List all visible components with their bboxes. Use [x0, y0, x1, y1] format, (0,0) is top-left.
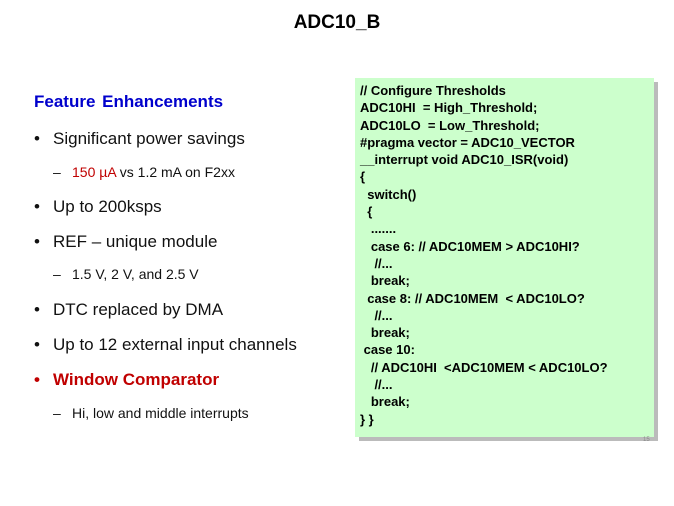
bullet: •Up to 200ksps: [34, 197, 162, 216]
page-number: 15: [643, 437, 650, 443]
bullet-text: Significant power savings: [53, 129, 245, 148]
section-heading: Feature Enhancements: [34, 92, 224, 111]
code-snippet: // Configure Thresholds ADC10HI = High_T…: [360, 83, 608, 427]
bullet: •Up to 12 external input channels: [34, 335, 297, 354]
sub-bullet-text: Hi, low and middle interrupts: [72, 405, 249, 421]
sub-bullet: –1.5 V, 2 V, and 2.5 V: [53, 266, 199, 282]
highlight-text: 150 µA: [72, 164, 116, 180]
slide-title: ADC10_B: [293, 12, 381, 33]
bullet-text: Up to 12 external input channels: [53, 335, 297, 354]
bullet: •REF – unique module: [34, 232, 218, 251]
code-box: // Configure Thresholds ADC10HI = High_T…: [355, 78, 654, 437]
bullet: •Significant power savings: [34, 129, 245, 148]
bullet-text: DTC replaced by DMA: [53, 300, 224, 319]
bullet: •DTC replaced by DMA: [34, 300, 224, 319]
sub-bullet-text: 1.5 V, 2 V, and 2.5 V: [72, 266, 199, 282]
bullet-text: Up to 200ksps: [53, 197, 162, 216]
bullet-text: REF – unique module: [53, 232, 218, 251]
bullet-highlight: •Window Comparator: [34, 370, 220, 389]
bullet-text: Window Comparator: [53, 370, 220, 389]
sub-bullet-text: vs 1.2 mA on F2xx: [115, 164, 235, 180]
sub-bullet: –Hi, low and middle interrupts: [53, 405, 249, 421]
sub-bullet: –150 µA vs 1.2 mA on F2xx: [53, 164, 235, 180]
